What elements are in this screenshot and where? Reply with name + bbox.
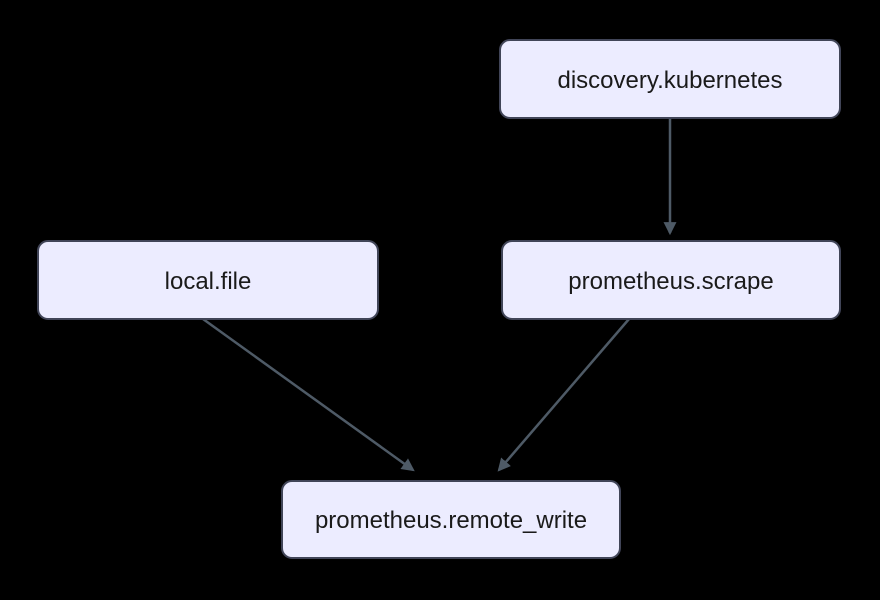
node-box (281, 480, 621, 559)
node-label: local.file (165, 268, 252, 295)
node-local-file: local.file (37, 240, 379, 320)
edge-line (202, 317, 415, 472)
edge-prometheus-scrape-to-prometheus-remote-write (497, 318, 630, 472)
node-prometheus-remote-write: prometheus.remote_write (281, 480, 621, 559)
node-discovery-kubernetes: discovery.kubernetes (499, 39, 841, 119)
edge-line (497, 318, 630, 472)
node-box (501, 240, 841, 320)
edge-local-file-to-prometheus-remote-write (202, 317, 415, 472)
node-box (37, 240, 379, 320)
node-label: prometheus.remote_write (315, 507, 587, 534)
node-label: prometheus.scrape (568, 268, 773, 295)
node-box (499, 39, 841, 119)
node-prometheus-scrape: prometheus.scrape (501, 240, 841, 320)
node-label: discovery.kubernetes (558, 67, 783, 94)
